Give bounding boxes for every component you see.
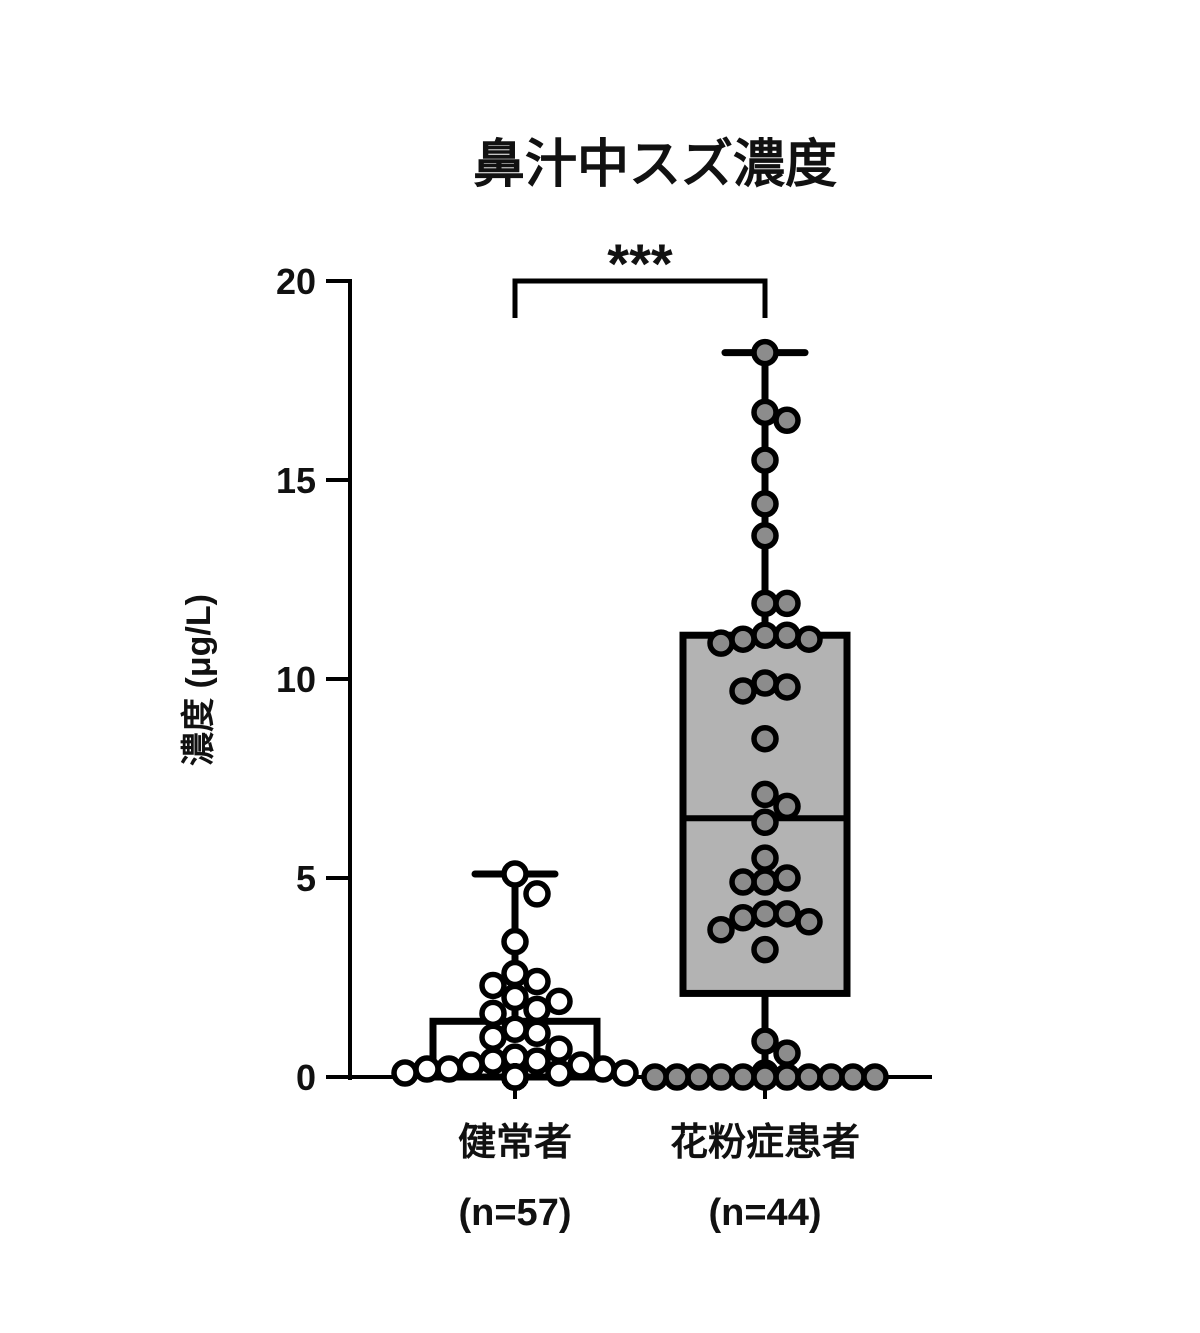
data-point [751, 868, 779, 896]
data-point [751, 1063, 779, 1091]
data-point [707, 915, 735, 944]
data-point [773, 864, 801, 892]
data-point [773, 792, 801, 821]
data-point [501, 927, 529, 956]
y-tick-label: 10 [276, 659, 316, 700]
data-point [773, 900, 801, 928]
data-point [523, 880, 551, 908]
data-point [729, 677, 757, 705]
x-category-n-label: (n=57) [459, 1192, 572, 1234]
data-point [729, 625, 757, 653]
data-point [479, 1023, 507, 1051]
data-point [773, 1039, 801, 1067]
data-point [707, 629, 735, 657]
data-point [501, 983, 529, 1012]
data-point [773, 673, 801, 701]
data-point [611, 1059, 639, 1087]
data-point [773, 589, 801, 618]
data-point [773, 406, 801, 435]
data-point [501, 959, 529, 988]
data-point [501, 860, 529, 888]
data-point [751, 589, 779, 618]
data-point [795, 1063, 823, 1091]
data-point [545, 1035, 573, 1063]
data-point [839, 1063, 867, 1091]
data-point [589, 1055, 617, 1083]
data-point [795, 908, 823, 936]
data-point [479, 999, 507, 1028]
data-point [817, 1063, 845, 1091]
data-point [501, 1015, 529, 1043]
data-point [435, 1055, 463, 1083]
data-point [545, 987, 573, 1016]
data-point [707, 1063, 735, 1091]
data-point [685, 1063, 713, 1091]
data-point [413, 1055, 441, 1083]
data-point [641, 1063, 669, 1091]
data-point [479, 971, 507, 1000]
data-point [523, 967, 551, 996]
data-point [751, 900, 779, 928]
data-point [663, 1063, 691, 1091]
significance-bracket [512, 278, 768, 318]
data-point [751, 446, 779, 474]
data-point [391, 1059, 419, 1087]
data-point [567, 1051, 595, 1079]
data-point [795, 625, 823, 653]
data-point [861, 1063, 889, 1091]
data-point [751, 780, 779, 809]
data-point [729, 868, 757, 896]
y-tick-label: 15 [276, 460, 316, 501]
x-category-n-label: (n=44) [709, 1192, 822, 1234]
data-point [729, 1063, 757, 1091]
chart-title: 鼻汁中スズ濃度 [473, 136, 837, 194]
data-point [523, 1019, 551, 1047]
y-axis-label: 濃度 (μg/L) [180, 594, 218, 766]
y-tick-label: 20 [276, 261, 316, 302]
data-point [751, 490, 779, 518]
data-point [457, 1051, 485, 1079]
data-point [523, 995, 551, 1024]
data-point [479, 1047, 507, 1075]
data-point [751, 935, 779, 964]
data-point [751, 621, 779, 649]
data-point [501, 1063, 529, 1091]
x-category-label: 花粉症患者 [670, 1122, 860, 1164]
data-point [751, 1027, 779, 1055]
data-point [751, 844, 779, 872]
significance-label: *** [607, 232, 673, 295]
data-point [773, 621, 801, 649]
data-point [523, 1047, 551, 1075]
data-point [751, 808, 779, 837]
y-tick-label: 0 [296, 1057, 316, 1098]
data-point [773, 1063, 801, 1091]
data-point [751, 669, 779, 697]
data-point [751, 398, 779, 427]
x-category-label: 健常者 [458, 1122, 572, 1164]
data-point [751, 724, 779, 753]
data-point [751, 521, 779, 550]
y-tick-label: 5 [296, 858, 316, 899]
data-point [545, 1059, 573, 1087]
data-point [729, 904, 757, 932]
data-point [751, 338, 779, 367]
